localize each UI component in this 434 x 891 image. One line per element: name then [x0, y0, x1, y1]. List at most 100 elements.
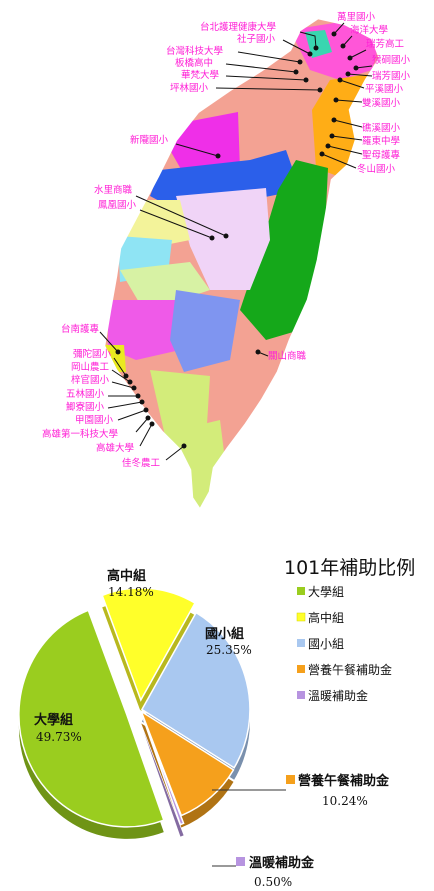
pie-callout-name-warmth: 溫暖補助金 [249, 855, 315, 871]
map-region-hsinchu [170, 112, 240, 178]
pie-label-pct-university: 49.73% [36, 730, 82, 744]
map-leader-shengmu [327, 145, 363, 155]
legend-swatch-university [297, 587, 305, 595]
legend: 大學組 高中組 國小組 營養午餐補助金 溫暖補助金 [296, 585, 392, 703]
map-label-xinlong: 新隴國小 [130, 134, 169, 146]
map-leader-jiawei [117, 409, 147, 421]
map-label-pinglin: 坪林國小 [170, 82, 209, 94]
subsidy-pie-chart: 高中組 14.18% 國小組 25.35% 大學組 49.73% 營養午餐補助金… [18, 557, 415, 889]
pie-slice-elementary [140, 611, 251, 769]
pie-slice-high-school [101, 587, 196, 702]
map-region-taipei-city [305, 30, 332, 58]
pie-label-pct-elementary: 25.35% [206, 643, 252, 657]
map-leader-banqiao [225, 63, 297, 73]
map-label-huafan: 華梵大學 [181, 69, 219, 81]
map-dot-huafan [303, 77, 309, 83]
map-label-ziguan: 梓官國小 [71, 374, 110, 386]
map-leader-nkfust [135, 417, 149, 433]
map-dot-luodong [329, 133, 335, 139]
map-label-pingxi: 平溪國小 [365, 83, 404, 95]
map-label-dongshan: 冬山國小 [357, 163, 396, 175]
map-dot-shuili [223, 233, 229, 239]
map-dot-haiyang [340, 43, 346, 49]
map-leader-ntust [237, 51, 301, 63]
legend-swatch-lunch [297, 665, 305, 673]
map-dot-banqiao [293, 69, 299, 75]
map-label-ntunhs: 台北護理健康大學 [200, 21, 276, 33]
map-label-mituo: 彌陀國小 [73, 348, 112, 360]
map-region-nantou [176, 188, 270, 290]
map-leader-luodong [331, 135, 363, 141]
map-label-guanshan: 關山商職 [268, 350, 307, 362]
map-label-gangshan: 岡山農工 [71, 361, 110, 373]
map-leader-nuk [139, 423, 153, 447]
taiwan-map: 萬里國小 台北護理健康大學 海洋大學 社子國小 瑞芳高工 台灣科技大學 猴硐國小… [42, 11, 411, 510]
map-dot-ruifang-es [345, 71, 351, 77]
map-dot-pinglin [317, 87, 323, 93]
pie-slices [18, 587, 251, 839]
map-leader-ziguan [111, 381, 135, 389]
map-leader-pinglin [215, 87, 321, 91]
pie-callout-pct-warmth: 0.50% [254, 875, 292, 889]
legend-item-elementary: 國小組 [308, 637, 344, 651]
map-dot-dongshan [319, 151, 325, 157]
pie-slice-university [18, 609, 165, 828]
map-label-shuili: 水里商職 [94, 184, 133, 196]
map-dot-ruifang-hv [347, 55, 353, 61]
map-label-tainan: 台南護專 [61, 323, 100, 335]
pie-slice-side-warmth [143, 731, 184, 837]
pie-callout-pct-lunch: 10.24% [322, 794, 368, 808]
map-label-ntust: 台灣科技大學 [166, 45, 223, 57]
map-dot-wulin [135, 393, 141, 399]
map-dot-ntust [297, 59, 303, 65]
map-dot-guanshan [255, 349, 261, 355]
legend-item-university: 大學組 [308, 585, 344, 599]
map-dot-ziguan [131, 385, 137, 391]
map-dot-kaoliao [139, 399, 145, 405]
pie-slice-lunch [139, 709, 235, 817]
map-leader-ruifang-es [347, 73, 373, 77]
legend-item-high-school: 高中組 [308, 610, 344, 625]
pie-slice-warmth [142, 719, 185, 826]
map-leader-shuili [135, 195, 227, 237]
legend-item-lunch: 營養午餐補助金 [308, 662, 392, 677]
map-label-shengmu: 聖母護專 [362, 149, 401, 161]
pie-callout-swatch-lunch [286, 775, 295, 784]
map-label-luodong: 羅東中學 [362, 135, 400, 147]
pie-callout-name-lunch: 營養午餐補助金 [298, 773, 390, 789]
map-leader-gangshan [111, 369, 131, 383]
map-leader-ntunhs [299, 31, 317, 49]
map-dot-nkfust [145, 415, 151, 421]
map-dot-pingxi [337, 77, 343, 83]
map-leader-jiadong [165, 445, 185, 461]
legend-swatch-warmth [297, 691, 305, 699]
map-label-jiadong: 佳冬農工 [122, 457, 161, 469]
map-label-chilu: 猴硐國小 [372, 54, 411, 66]
pie-label-name-university: 大學組 [34, 712, 73, 728]
legend-swatch-high-school [296, 612, 306, 622]
map-dot-shezi [307, 51, 313, 57]
map-leader-fenghuang [139, 209, 213, 239]
map-label-nkfust: 高雄第一科技大學 [42, 428, 118, 440]
map-dot-nuk [149, 421, 155, 427]
map-leader-chilu [355, 65, 373, 69]
map-dot-ntunhs [313, 45, 319, 51]
legend-title: 101年補助比例 [284, 557, 415, 579]
map-label-fenghuang: 鳳凰國小 [98, 200, 137, 211]
map-dot-gangshan [127, 379, 133, 385]
map-dot-xinlong [215, 153, 221, 159]
map-label-haiyang: 海洋大學 [350, 24, 388, 36]
map-label-shezi: 社子國小 [237, 33, 276, 45]
map-dot-fenghuang [209, 235, 215, 241]
pie-label-name-high-school: 高中組 [107, 568, 146, 584]
map-label-yuanshan: 礁溪國小 [362, 122, 401, 134]
pie-callout-swatch-warmth [236, 857, 245, 866]
map-leader-dongshan [321, 153, 357, 169]
map-leader-yuanshan [333, 119, 363, 128]
pie-label-name-elementary: 國小組 [205, 626, 244, 642]
map-dot-shuangxi [333, 97, 339, 103]
map-region-mituo [104, 345, 126, 372]
map-leader-tainan [99, 331, 119, 353]
map-dot-mituo [123, 373, 129, 379]
map-dot-tainan [115, 349, 121, 355]
